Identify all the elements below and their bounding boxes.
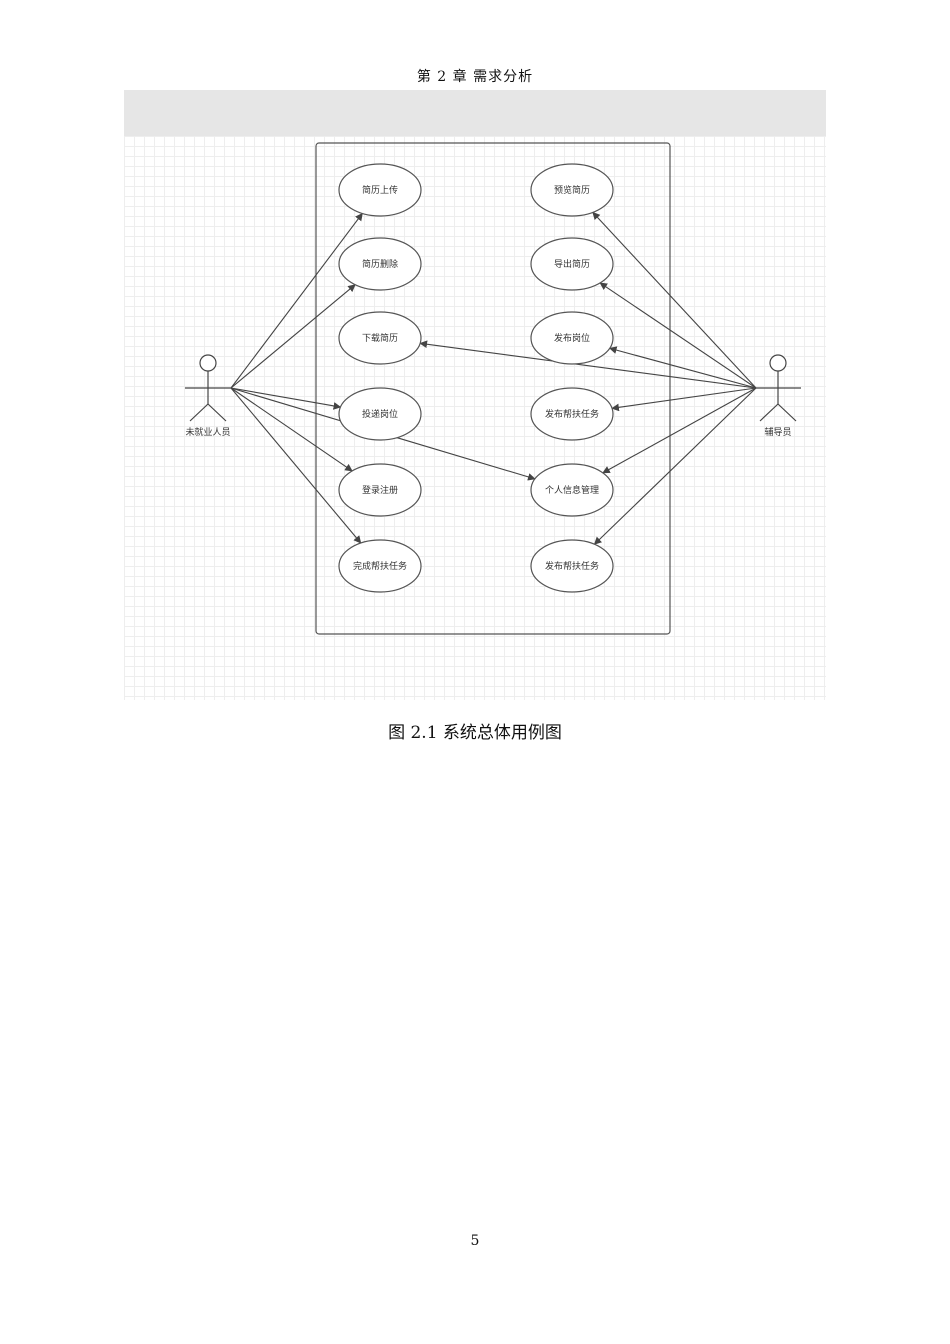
use-case-r4: 个人信息管理 [530, 463, 614, 517]
actor-leg-right [207, 403, 227, 422]
use-case-label: 个人信息管理 [545, 484, 599, 496]
use-case-label: 简历删除 [362, 258, 398, 270]
association-line-1 [230, 284, 356, 389]
use-case-label: 简历上传 [362, 184, 398, 196]
association-line-3 [230, 387, 353, 472]
association-line-2 [230, 387, 342, 410]
use-case-label: 登录注册 [362, 484, 398, 496]
use-case-label: 完成帮扶任务 [353, 560, 407, 572]
use-case-r3: 发布帮扶任务 [530, 387, 614, 441]
association-line-12 [419, 340, 757, 389]
use-case-label: 发布帮扶任务 [545, 560, 599, 572]
use-case-r0: 预览简历 [530, 163, 614, 217]
use-case-ellipse [338, 237, 422, 291]
use-case-ellipse [530, 463, 614, 517]
actor-label: 辅导员 [764, 426, 791, 438]
use-case-ellipse [530, 163, 614, 217]
use-case-label: 发布帮扶任务 [545, 408, 599, 420]
use-case-l0: 简历上传 [338, 163, 422, 217]
association-line-4 [230, 387, 362, 544]
association-line-9 [611, 387, 757, 412]
use-case-ellipse [530, 539, 614, 593]
actor-leg-left [189, 403, 209, 422]
use-case-label: 导出简历 [554, 258, 590, 270]
association-line-6 [592, 211, 757, 389]
actors: 未就业人员 辅导员 [185, 354, 801, 438]
association-line-7 [599, 282, 757, 389]
association-lines [230, 211, 757, 545]
association-line-10 [602, 387, 757, 474]
use-case-ellipse [530, 311, 614, 365]
chapter-header: 第 2 章 需求分析 [416, 69, 534, 85]
use-case-r1: 导出简历 [530, 237, 614, 291]
use-case-l5: 完成帮扶任务 [338, 539, 422, 593]
actor-right: 辅导员 [755, 354, 801, 438]
actor-label: 未就业人员 [185, 426, 230, 438]
figure-caption: 图 2.1 系统总体用例图 [388, 723, 562, 743]
use-case-figure: 简历上传简历删除下载简历投递岗位登录注册完成帮扶任务 预览简历导出简历发布岗位发布… [124, 90, 826, 700]
association-line-8 [608, 346, 757, 389]
use-case-l4: 登录注册 [338, 463, 422, 517]
actor-leg-right [777, 403, 797, 422]
use-case-ellipse [530, 237, 614, 291]
use-case-label: 下载简历 [362, 332, 398, 344]
actor-left: 未就业人员 [185, 354, 231, 438]
use-case-ellipse [530, 387, 614, 441]
use-case-ellipse [338, 387, 422, 441]
use-case-ellipse [338, 311, 422, 365]
actor-head [769, 354, 787, 372]
page-number: 5 [470, 1233, 480, 1249]
use-case-label: 预览简历 [554, 184, 590, 196]
use-case-label: 投递岗位 [362, 408, 398, 420]
association-line-0 [230, 212, 363, 389]
system-boundary [315, 142, 671, 635]
use-case-ellipse [338, 163, 422, 217]
figure-toolbar-band [124, 90, 826, 136]
diagram-grid-background [124, 136, 826, 700]
use-case-label: 发布岗位 [554, 332, 590, 344]
use-case-r2: 发布岗位 [530, 311, 614, 365]
use-case-l1: 简历删除 [338, 237, 422, 291]
use-case-ellipse [338, 463, 422, 517]
actor-leg-left [759, 403, 779, 422]
use-case-l2: 下载简历 [338, 311, 422, 365]
use-case-r5: 发布帮扶任务 [530, 539, 614, 593]
actor-head [199, 354, 217, 372]
use-case-ellipse [338, 539, 422, 593]
use-case-l3: 投递岗位 [338, 387, 422, 441]
association-line-11 [593, 387, 757, 545]
